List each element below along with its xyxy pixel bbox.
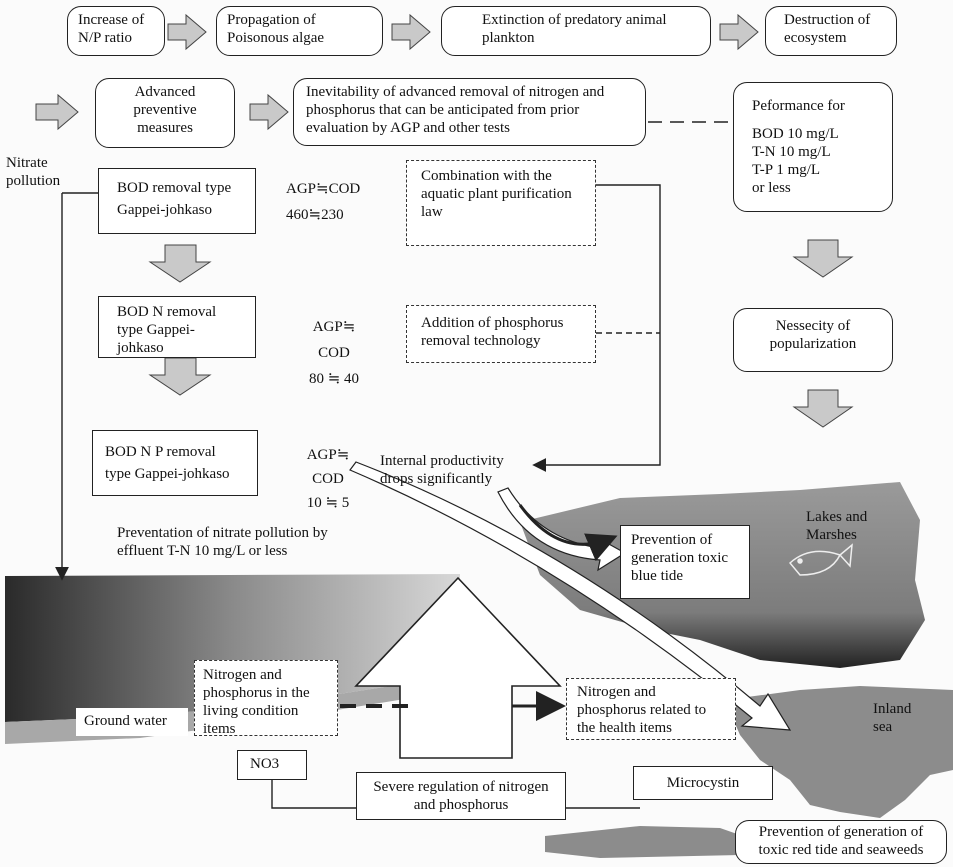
box-destruction-ecosystem: Destruction of ecosystem [765, 6, 897, 56]
box-extinction-plankton: Extinction of predatory animal plankton [441, 6, 711, 56]
box-bod-removal-text: BOD removal type Gappei-johkaso [117, 180, 232, 218]
performance-line: T-P 1 mg/L [752, 162, 821, 178]
box-combination-text: Combination with the aquatic plant purif… [421, 168, 572, 220]
box-severe-regulation: Severe regulation of nitrogen and phosph… [356, 772, 566, 820]
box-destruction-ecosystem-text: Destruction of ecosystem [784, 12, 871, 46]
box-no3: NO3 [237, 750, 307, 780]
box-necessity: Nessecity of popularization [733, 308, 893, 372]
box-propagation-algae-text: Propagation of Poisonous algae [227, 12, 325, 46]
box-bod-np-removal-text: BOD N P removal type Gappei-johkaso [105, 444, 230, 482]
agp-2-line3: 80 ≒ 40 [308, 371, 360, 387]
box-increase-np: Increase of N/P ratio [67, 6, 165, 56]
box-propagation-algae: Propagation of Poisonous algae [216, 6, 383, 56]
agp-3-line3: 10 ≒ 5 [306, 495, 350, 511]
box-red-tide-text: Prevention of generation of toxic red ti… [758, 824, 924, 858]
box-addition-phosphorus: Addition of phosphorus removal technolog… [406, 305, 596, 363]
fish-icon [788, 543, 853, 576]
box-microcystin-text: Microcystin [666, 775, 740, 791]
box-living-condition: Nitrogen and phosphorus in the living co… [194, 660, 338, 737]
box-bod-np-removal: BOD N P removal type Gappei-johkaso [92, 430, 258, 496]
label-prevention-nitrate: Preventation of nitrate pollution by eff… [117, 525, 328, 559]
performance-line: or less [752, 180, 791, 196]
agp-3-line1: AGP≒ [306, 447, 350, 463]
box-microcystin: Microcystin [633, 766, 773, 800]
box-performance: Peformance for BOD 10 mg/L T-N 10 mg/L T… [733, 82, 893, 212]
agp-2-line1: AGP≒ [312, 319, 356, 335]
curve-arrow-sea [349, 461, 792, 731]
label-ground-water: Ground water [76, 708, 188, 736]
performance-line: BOD 10 mg/L [752, 126, 839, 142]
label-inland-sea: Inland sea [873, 701, 912, 735]
agp-1: AGP≒COD 460≒230 [286, 180, 360, 224]
box-bod-removal: BOD removal type Gappei-johkaso [98, 168, 256, 234]
box-advanced-measures: Advanced preventive measures [95, 78, 235, 148]
box-health-items: Nitrogen and phosphorus related to the h… [566, 678, 736, 740]
box-addition-phosphorus-text: Addition of phosphorus removal technolog… [421, 315, 564, 349]
curve-arrow-blue-tide [518, 504, 618, 562]
box-combination: Combination with the aquatic plant purif… [406, 160, 596, 246]
box-inevitability: Inevitability of advanced removal of nit… [293, 78, 646, 146]
performance-title: Peformance for [752, 98, 845, 114]
box-inevitability-text: Inevitability of advanced removal of nit… [306, 84, 605, 136]
box-extinction-plankton-text: Extinction of predatory animal plankton [482, 12, 667, 46]
label-nitrate-pollution: Nitrate pollution [6, 155, 61, 189]
box-bod-n-removal-text: BOD N removal type Gappei-johkaso [117, 304, 217, 356]
bottom-island [545, 826, 760, 858]
box-health-items-text: Nitrogen and phosphorus related to the h… [577, 684, 707, 736]
connector-lines [55, 121, 730, 809]
agp-2: AGP≒ COD 80 ≒ 40 [304, 318, 364, 388]
label-lakes-marshes: Lakes and Marshes [806, 509, 868, 543]
performance-line: T-N 10 mg/L [752, 144, 831, 160]
box-increase-np-text: Increase of N/P ratio [78, 12, 145, 46]
big-up-arrow [354, 576, 562, 759]
box-living-condition-text: Nitrogen and phosphorus in the living co… [203, 667, 310, 737]
flow-arrows [35, 13, 854, 428]
box-no3-text: NO3 [250, 756, 280, 772]
label-internal-productivity: Internal productivity drops significantl… [380, 453, 504, 487]
box-severe-regulation-text: Severe regulation of nitrogen and phosph… [373, 779, 549, 813]
box-blue-tide-text: Prevention of generation toxic blue tide [631, 532, 729, 584]
agp-3-line2: COD [312, 471, 344, 487]
box-red-tide: Prevention of generation of toxic red ti… [735, 820, 947, 864]
label-ground-water-text: Ground water [84, 713, 167, 729]
box-bod-n-removal: BOD N removal type Gappei-johkaso [98, 296, 256, 358]
box-blue-tide: Prevention of generation toxic blue tide [620, 525, 750, 599]
agp-1-line2: 460≒230 [286, 207, 344, 223]
agp-3: AGP≒ COD 10 ≒ 5 [304, 446, 352, 512]
agp-1-line1: AGP≒COD [286, 181, 361, 197]
box-necessity-text: Nessecity of popularization [769, 318, 857, 352]
agp-2-line2: COD [318, 345, 350, 361]
box-advanced-measures-text: Advanced preventive measures [133, 84, 197, 136]
